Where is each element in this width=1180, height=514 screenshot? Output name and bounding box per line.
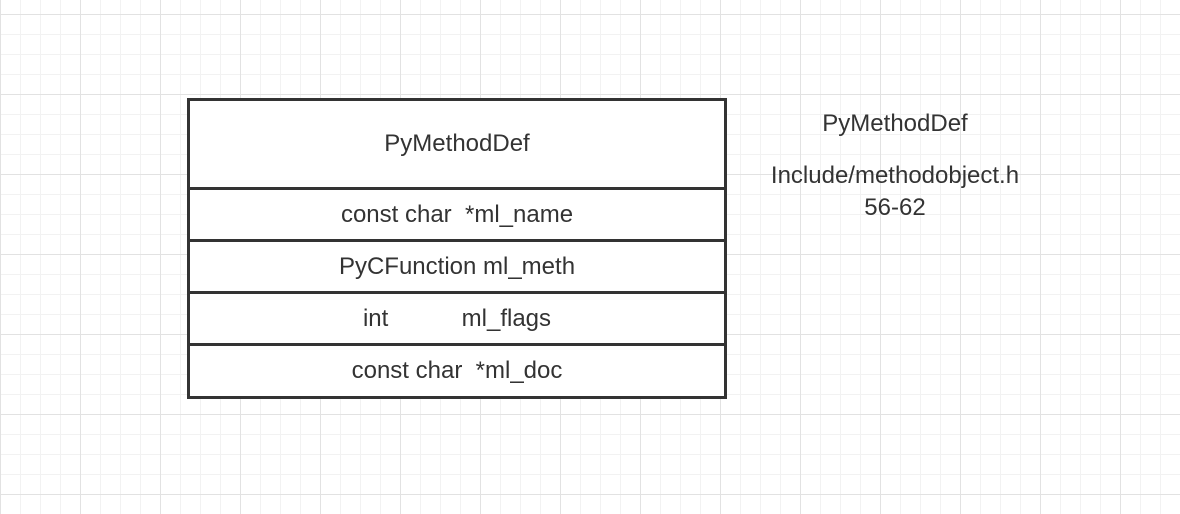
note-lines: 56-62 [864,194,926,221]
field-ml-name: const char *ml_name [190,190,724,242]
field-ml-doc: const char *ml_doc [351,357,563,384]
note-file: Include/methodobject.h [770,162,1020,189]
field-ml-flags: int ml_flags [190,294,724,346]
note-spacer [745,140,1045,160]
side-note: PyMethodDef Include/methodobject.h 56-62 [745,108,1045,224]
struct-box: PyMethodDef const char *ml_name PyCFunct… [187,98,727,399]
struct-name: PyMethodDef [190,101,724,190]
note-title: PyMethodDef [822,110,968,137]
field-ml-meth: PyCFunction ml_meth [190,242,724,294]
